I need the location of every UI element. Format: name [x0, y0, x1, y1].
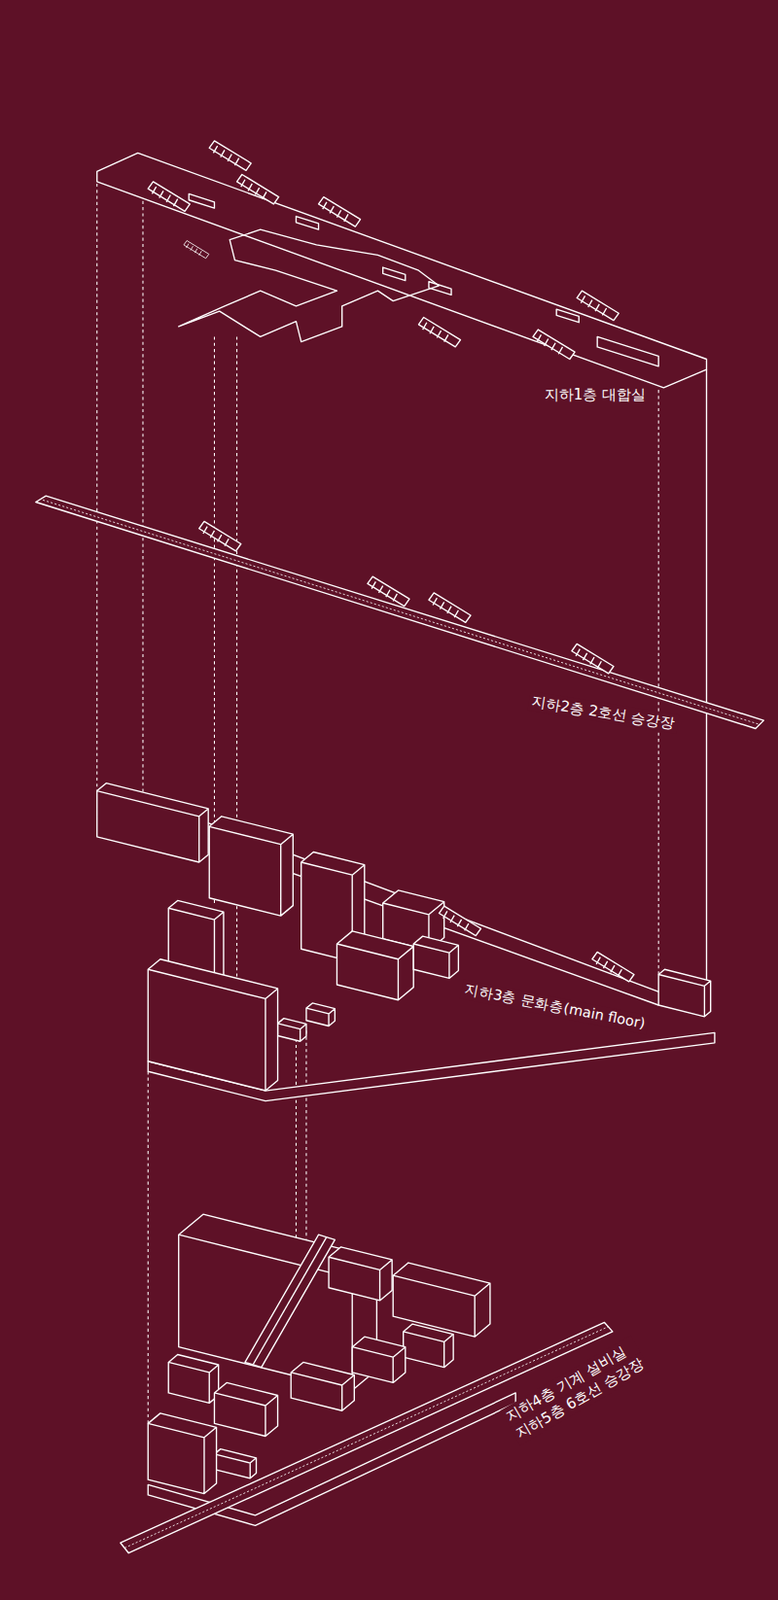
culture-floor — [97, 783, 715, 1102]
label-group: 지하4층 기계 설비실지하5층 6호선 승강장 — [499, 1336, 650, 1446]
concourse-slab — [97, 141, 708, 389]
floor-label: 지하3층 문화층(main floor) — [459, 980, 650, 1035]
line2-platform — [35, 495, 765, 729]
label-group: 지하1층 대합실 — [541, 385, 649, 405]
label-group: 지하3층 문화층(main floor) — [459, 980, 650, 1035]
floor-label: 지하1층 대합실 — [541, 385, 649, 405]
machine-floor — [120, 1214, 613, 1555]
